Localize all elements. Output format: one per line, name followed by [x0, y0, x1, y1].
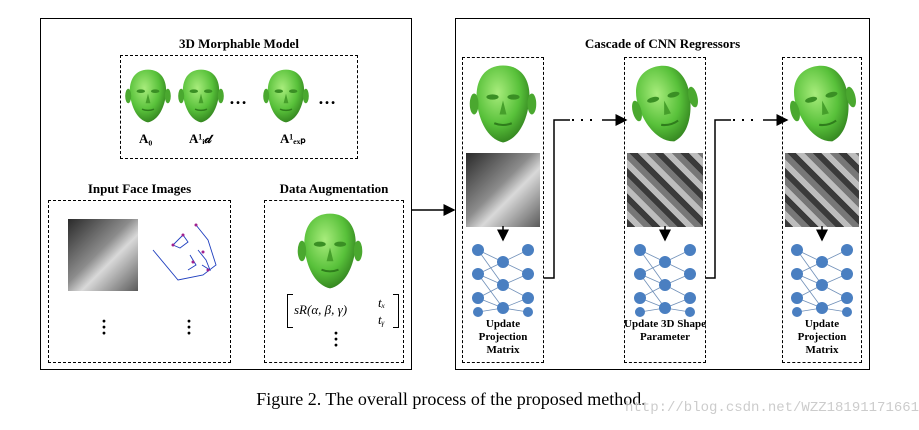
stage-1-label: Update Projection Matrix [478, 318, 528, 356]
input-images-title: Input Face Images [87, 181, 192, 196]
stage-1-photo [466, 153, 540, 227]
stage-connector-2 [705, 114, 789, 279]
input-ellipsis-left: ··· [101, 311, 108, 343]
stage-3-network-icon [786, 240, 858, 320]
stage-2-patches [627, 153, 703, 227]
cascade-title: Cascade of CNN Regressors [584, 36, 741, 51]
stage-2-network-icon [629, 240, 701, 320]
stage-connector-1 [544, 114, 628, 279]
stage-1-face-icon [468, 62, 538, 146]
stage-3-arrow [816, 226, 828, 242]
stage-3-patches [785, 153, 859, 227]
morphable-model-box [120, 55, 358, 159]
left-panel [40, 18, 412, 370]
input-ellipsis-right: ··· [186, 311, 193, 343]
face-identity-icon [177, 67, 225, 125]
stage-3-box [782, 57, 862, 363]
face-photo [68, 219, 138, 291]
label-a-exp: A¹ₑₓₚ [280, 131, 306, 146]
stage-1-arrow [497, 226, 509, 242]
stage-3-label: Update Projection Matrix [797, 318, 847, 356]
stage-2-box [624, 57, 706, 363]
translation-x: tₓ [378, 295, 386, 310]
watermark: http://blog.csdn.net/WZZ18191171661 [625, 400, 919, 416]
face-expression-icon [262, 67, 310, 125]
morphable-model-title: 3D Morphable Model [179, 36, 299, 51]
landmark-plot [152, 223, 217, 281]
input-images-box [48, 200, 231, 363]
right-panel [455, 18, 870, 370]
augment-ellipsis: ··· [333, 323, 340, 355]
panel-connector-arrow [412, 204, 456, 216]
label-a-id: A¹ᵢ𝒹 [189, 131, 212, 146]
bracket-left [287, 294, 293, 328]
ellipsis-1: … [229, 88, 247, 108]
stage-2-arrow [659, 226, 671, 242]
figure-caption: Figure 2. The overall process of the pro… [256, 389, 646, 409]
augmentation-title: Data Augmentation [279, 181, 389, 196]
bracket-right [393, 294, 399, 328]
augment-formula: sR(α, β, γ) [294, 302, 348, 317]
augmentation-box [264, 200, 404, 363]
label-a0: A₀ [139, 131, 153, 146]
face-mean-icon [124, 67, 172, 125]
augmented-face-icon [296, 210, 364, 292]
ellipsis-2: … [318, 88, 336, 108]
translation-y: tᵧ [378, 312, 385, 327]
stage-1-box [462, 57, 544, 363]
stage-2-label: Update 3D Shape Parameter [624, 318, 706, 343]
stage-1-network-icon [467, 240, 539, 320]
